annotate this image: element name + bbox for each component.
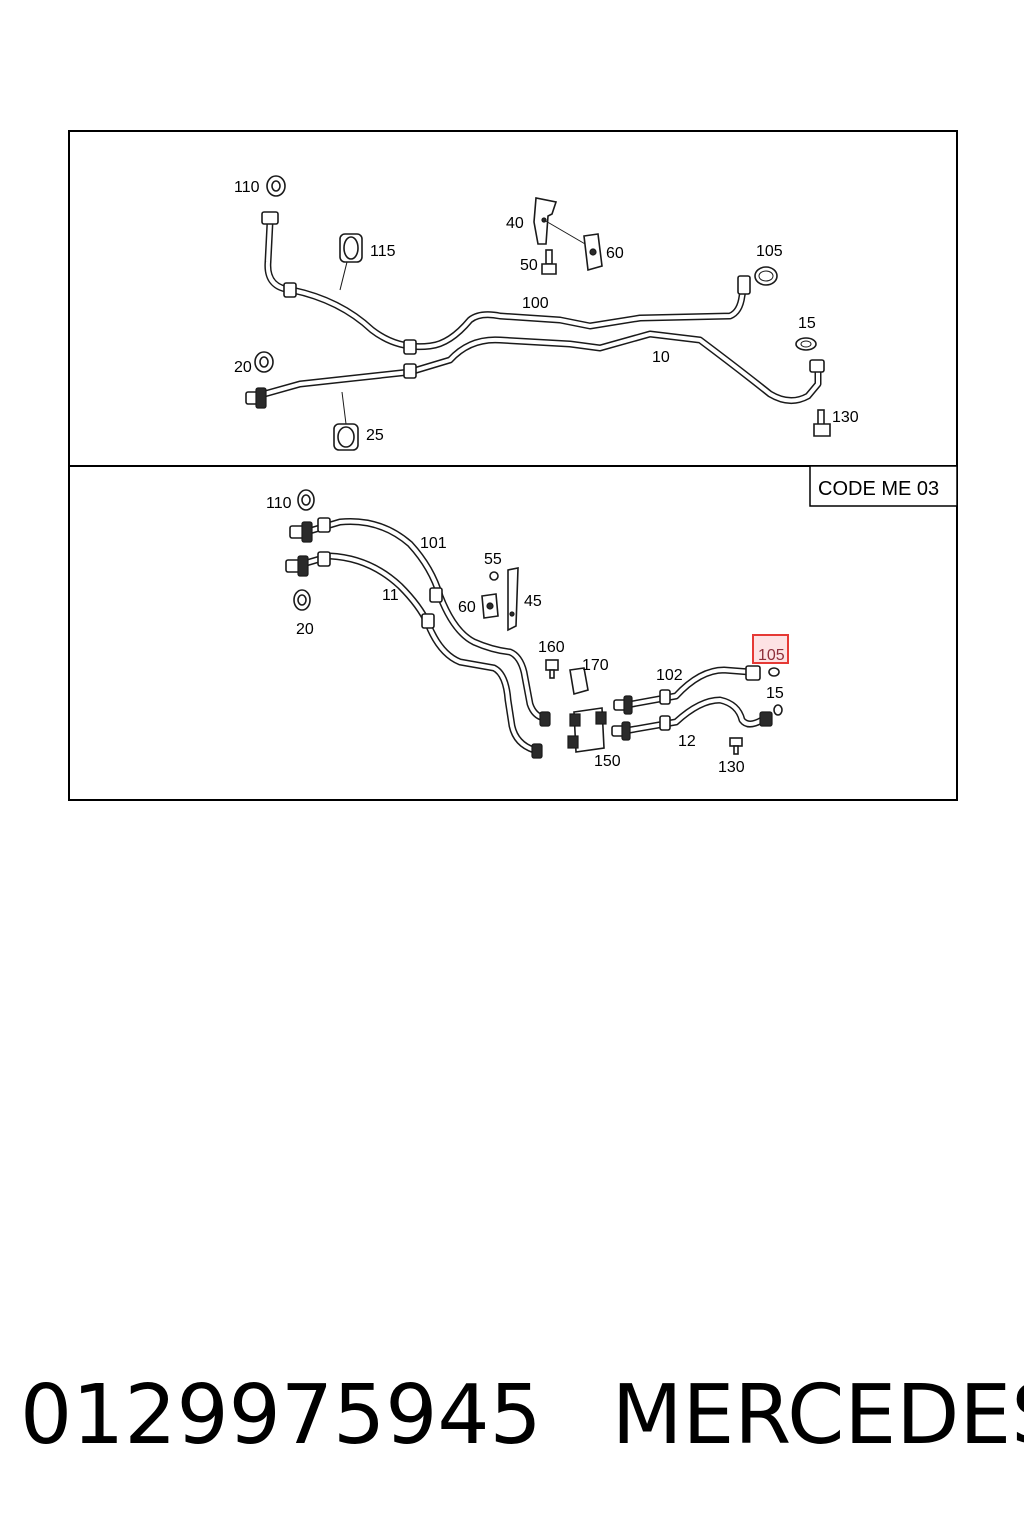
lower-callout-101: 101: [420, 535, 447, 552]
lower-callout-60: 60: [458, 599, 476, 616]
lower-callout-105: 105: [758, 647, 785, 664]
pipe-11: [292, 552, 538, 754]
pipe-10: [246, 330, 822, 404]
code-box: [809, 465, 958, 507]
upper-callout-20: 20: [234, 359, 252, 376]
pipe-101: [302, 517, 548, 722]
bolt-160: [545, 659, 559, 671]
upper-panel: 110 115 40 50 60 105 100 15 10 20 25 130: [234, 175, 859, 451]
upper-callout-110: 110: [234, 179, 260, 196]
lower-panel-frame: [68, 465, 958, 801]
lower-bolt-130: [729, 737, 743, 747]
lower-callout-12: 12: [678, 733, 696, 750]
lower-callout-130: 130: [718, 759, 745, 776]
upper-callout-15: 15: [798, 315, 816, 332]
highlight-box-105: [752, 634, 789, 664]
pipe-102: [628, 666, 754, 708]
upper-callout-115: 115: [370, 243, 396, 260]
upper-callout-50: 50: [520, 257, 538, 274]
upper-callout-100: 100: [522, 295, 549, 312]
upper-callout-40: 40: [506, 215, 524, 232]
lower-callout-160: 160: [538, 639, 565, 656]
lower-callout-55: 55: [484, 551, 502, 568]
brand-name: MERCEDES: [611, 1368, 1024, 1463]
lower-oring-105: [768, 667, 780, 677]
upper-callout-60: 60: [606, 245, 624, 262]
caption: 0129975945 MERCEDES: [20, 1368, 1024, 1463]
upper-callout-130: 130: [832, 409, 859, 426]
lower-panel: CODE ME 03: [266, 465, 958, 776]
lower-callout-11: 11: [382, 587, 399, 604]
lower-callout-102: 102: [656, 667, 683, 684]
lower-callout-110: 110: [266, 495, 292, 512]
part-number: 0129975945: [20, 1368, 542, 1463]
upper-callout-25: 25: [366, 427, 384, 444]
clip-170: [569, 667, 589, 696]
fitting-top-left: [261, 211, 279, 225]
bracket-45: [507, 567, 519, 632]
upper-callout-105: 105: [756, 243, 783, 260]
lower-callout-170: 170: [582, 657, 609, 674]
nut-55: [489, 571, 499, 581]
lower-callout-45: 45: [524, 593, 542, 610]
code-box-label: CODE ME 03: [818, 478, 939, 500]
lower-callout-20: 20: [296, 621, 314, 638]
lower-callout-150: 150: [594, 753, 621, 770]
pipe-12: [626, 696, 766, 734]
upper-callout-10: 10: [652, 349, 670, 366]
lower-callout-15: 15: [766, 685, 784, 702]
lower-washer-15: [773, 704, 783, 716]
bolt-50: [545, 249, 553, 265]
